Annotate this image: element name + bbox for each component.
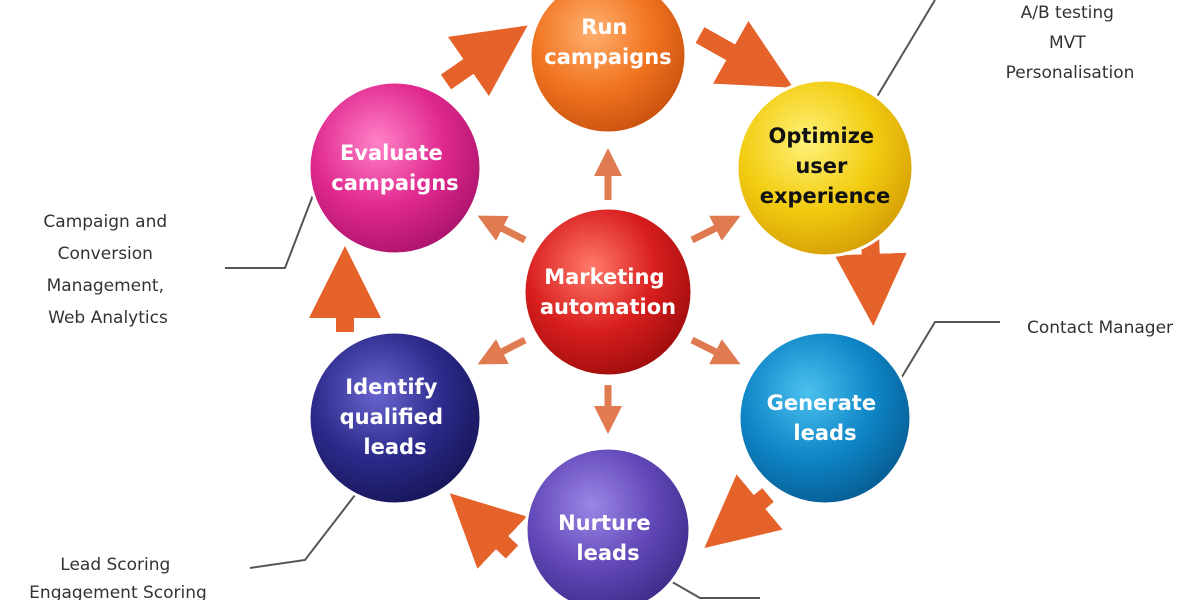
marketing-automation-line-1: Marketing xyxy=(544,265,664,289)
generate-leads-line-1: Generate xyxy=(767,391,876,415)
leader-line-contact xyxy=(899,321,1000,381)
annotation-ab-testing: A/B testing xyxy=(1021,3,1114,23)
svg-text:Evaluate campaigns: Evaluate campaigns xyxy=(331,141,458,195)
nurture-leads-line-1: Nurture xyxy=(558,511,650,535)
leader-line-bottom-right xyxy=(659,574,760,599)
identify-leads-line-3: leads xyxy=(363,435,426,459)
annotation-management: Management, xyxy=(47,276,164,296)
node-nurture-leads: Nurture leads xyxy=(524,446,692,600)
identify-leads-line-1: Identify xyxy=(345,375,437,399)
annotation-conversion: Conversion xyxy=(58,244,153,264)
arrow-run-to-optimize xyxy=(695,20,794,88)
optimize-line-1: Optimize xyxy=(769,124,875,148)
arrow-evaluate-to-run xyxy=(440,25,528,97)
run-campaigns-line-2: campaigns xyxy=(544,45,671,69)
identify-leads-line-2: qualified xyxy=(340,405,443,429)
optimize-line-2: user xyxy=(795,154,848,178)
node-marketing-automation: Marketing automation xyxy=(522,206,694,378)
annotation-lead-scoring: Lead Scoring xyxy=(60,555,170,575)
annotation-top-right: A/B testing MVT Personalisation xyxy=(1006,3,1135,83)
spoke-to-evaluate xyxy=(477,215,527,244)
svg-text:Nurture leads: Nurture leads xyxy=(558,511,658,565)
node-generate-leads: Generate leads xyxy=(737,330,913,506)
node-run-campaigns: Run campaigns xyxy=(528,0,688,135)
svg-text:Marketing automation: Marketing automation xyxy=(540,265,676,319)
annotation-bottom-left: Lead Scoring Engagement Scoring xyxy=(29,555,207,600)
leader-line-bottom-left xyxy=(249,494,356,569)
svg-text:Generate leads: Generate leads xyxy=(767,391,884,445)
node-identify-qualified-leads: Identify qualified leads xyxy=(307,330,483,506)
nurture-leads-line-2: leads xyxy=(576,541,639,565)
leader-lines xyxy=(225,0,1000,599)
spoke-to-optimize xyxy=(690,215,741,244)
leader-line-top-right xyxy=(874,0,936,101)
annotation-web-analytics: Web Analytics xyxy=(48,308,168,328)
generate-leads-line-2: leads xyxy=(793,421,856,445)
marketing-automation-line-2: automation xyxy=(540,295,676,319)
run-campaigns-line-1: Run xyxy=(581,15,627,39)
leader-line-left xyxy=(225,189,316,269)
spoke-arrows xyxy=(477,148,741,434)
annotation-engagement-scoring: Engagement Scoring xyxy=(29,583,207,600)
annotation-mvt: MVT xyxy=(1049,33,1086,53)
spoke-to-generate xyxy=(690,336,741,365)
arrow-generate-to-nurture xyxy=(704,474,783,549)
spoke-to-identify xyxy=(477,336,527,365)
svg-text:Optimize user expe: Optimize user experience xyxy=(760,124,891,208)
evaluate-line-2: campaigns xyxy=(331,171,458,195)
annotation-contact-manager: Contact Manager xyxy=(1027,318,1173,338)
node-optimize-user-experience: Optimize user experience xyxy=(735,78,915,258)
svg-text:Identify qualified: Identify qualified leads xyxy=(340,375,451,459)
annotation-contact-manager-line: Contact Manager xyxy=(1027,318,1173,338)
annotation-campaign-and: Campaign and xyxy=(43,212,167,232)
arrow-nurture-to-identify xyxy=(449,493,527,569)
svg-text:Run campaigns: Run campaigns xyxy=(544,15,671,69)
annotation-left: Campaign and Conversion Management, Web … xyxy=(43,212,172,328)
optimize-line-3: experience xyxy=(760,184,891,208)
evaluate-line-1: Evaluate xyxy=(340,141,443,165)
annotation-personalisation: Personalisation xyxy=(1006,63,1135,83)
node-evaluate-campaigns: Evaluate campaigns xyxy=(307,80,483,256)
